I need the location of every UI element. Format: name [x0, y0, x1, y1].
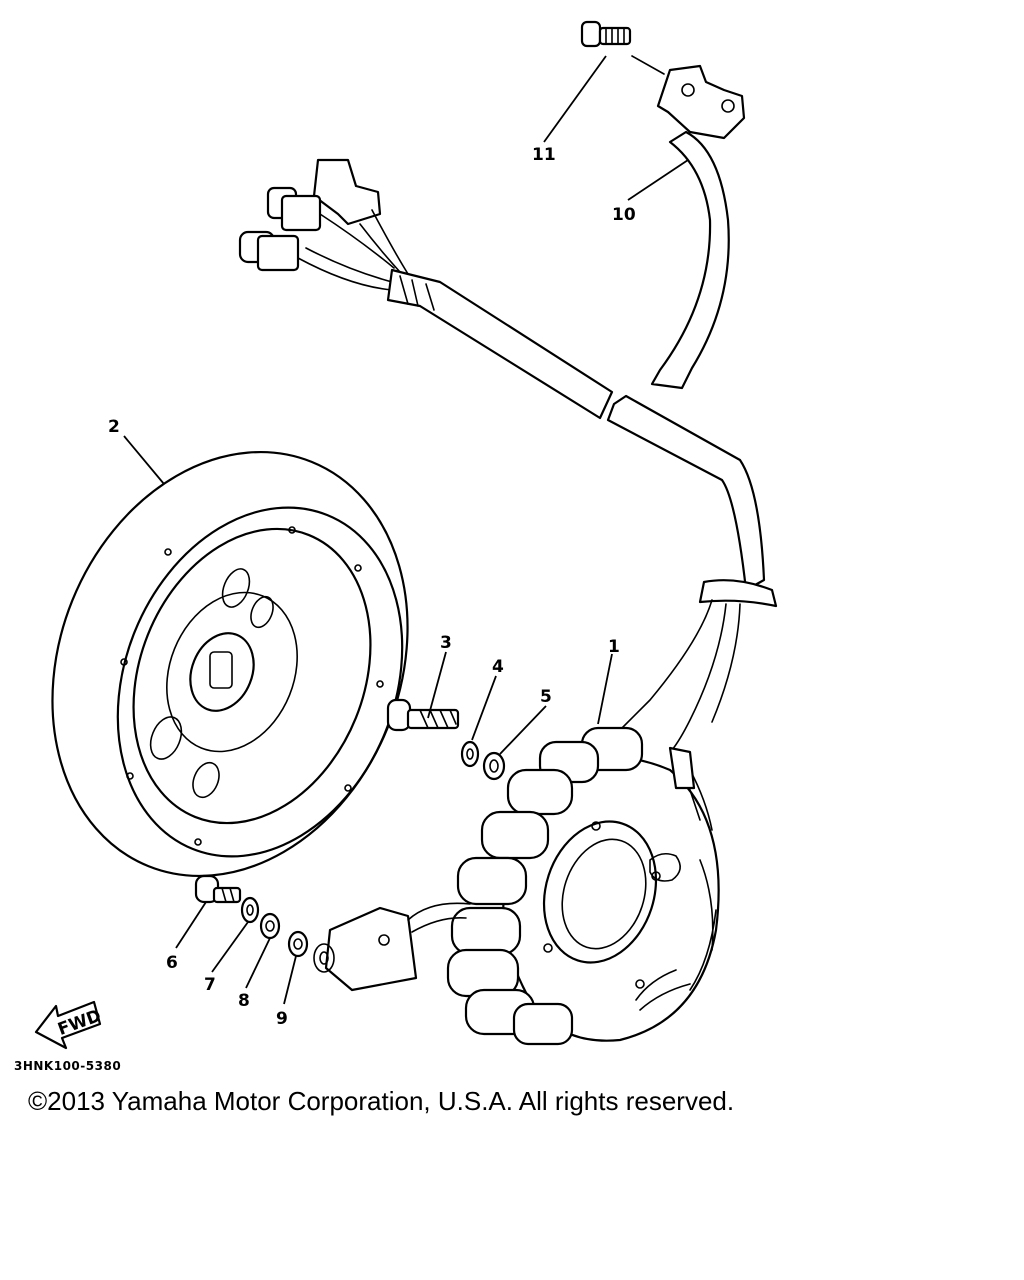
callout-8: 8 [238, 991, 250, 1011]
callout-1: 1 [608, 637, 620, 657]
part-9-washer [287, 930, 309, 958]
part-10-lead-holder [650, 64, 746, 390]
part-7-washer [240, 896, 260, 924]
part-11-screw [580, 20, 665, 75]
callout-4: 4 [492, 657, 504, 677]
pickup-coil [313, 902, 471, 992]
wire-harness [238, 158, 778, 751]
callout-3: 3 [440, 633, 452, 653]
part-5-washer [482, 751, 506, 781]
leader-lines [123, 55, 689, 1005]
callout-6: 6 [166, 953, 178, 973]
callout-11: 11 [532, 145, 556, 165]
fwd-arrow-icon: FWD [34, 1000, 104, 1050]
drawing-code: 3HNK100-5380 [14, 1059, 122, 1073]
part-6-screw [194, 874, 242, 904]
part-8-washer [259, 912, 281, 940]
part-2-rotor [51, 450, 409, 878]
callout-9: 9 [276, 1009, 288, 1029]
callout-5: 5 [540, 687, 552, 707]
copyright-notice: ©2013 Yamaha Motor Corporation, U.S.A. A… [28, 1086, 735, 1116]
callout-7: 7 [204, 975, 216, 995]
part-3-bolt [386, 698, 460, 732]
part-1-stator [446, 726, 720, 1046]
callout-2: 2 [108, 417, 120, 437]
callout-10: 10 [612, 205, 636, 225]
part-4-washer [460, 740, 480, 768]
